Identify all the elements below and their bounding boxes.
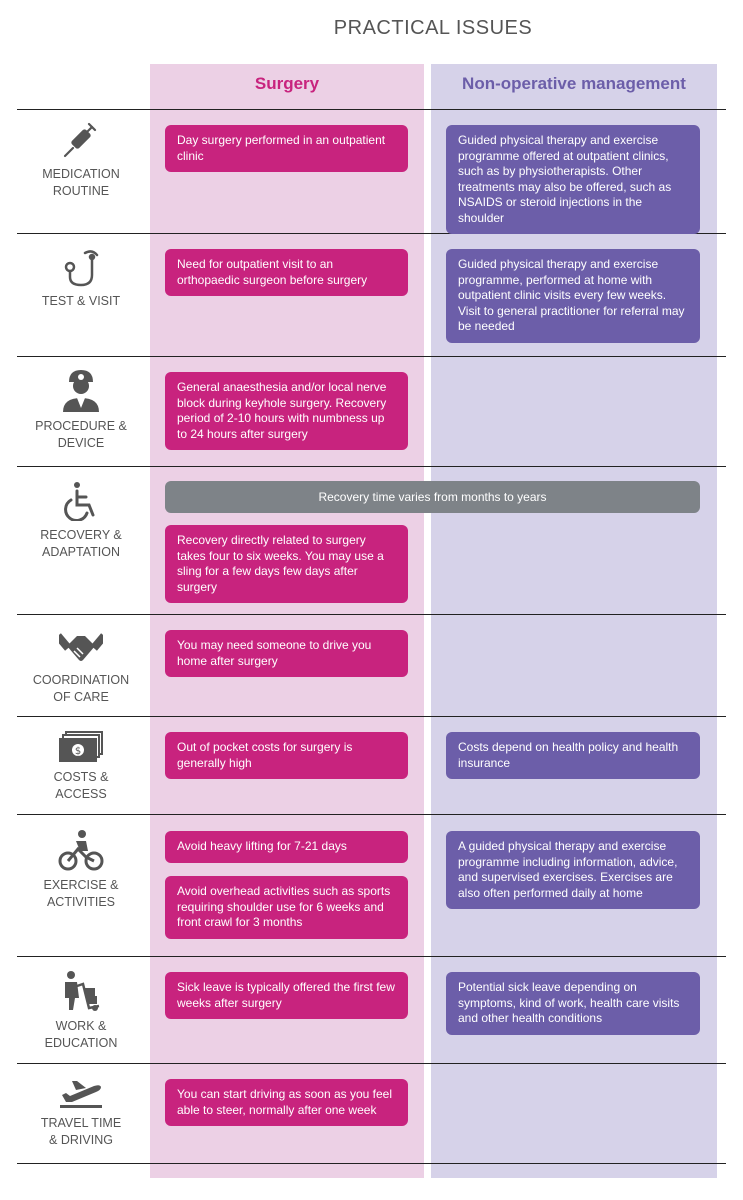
exercise-surgery-card-lifting: Avoid heavy lifting for 7-21 days: [165, 831, 408, 863]
stethoscope-icon: [64, 250, 99, 287]
coordination-surgery-card: You may need someone to drive you home a…: [165, 630, 408, 677]
row-divider: [17, 716, 726, 717]
row-label-costs-access: $ COSTS & ACCESS: [18, 731, 144, 803]
test-surgery-card: Need for outpatient visit to an orthopae…: [165, 249, 408, 296]
exercise-surgery-card-overhead: Avoid overhead activities such as sports…: [165, 876, 408, 939]
row-label-text: EXERCISE & ACTIVITIES: [43, 878, 119, 909]
row-label-medication-routine: MEDICATION ROUTINE: [18, 122, 144, 200]
costs-surgery-card: Out of pocket costs for surgery is gener…: [165, 732, 408, 779]
row-divider: [17, 1063, 726, 1064]
row-label-text: PROCEDURE & DEVICE: [35, 419, 127, 450]
row-label-work-education: WORK & EDUCATION: [18, 970, 144, 1052]
row-divider: [17, 956, 726, 957]
row-label-test-visit: TEST & VISIT: [18, 247, 144, 310]
surgery-column-header: Surgery: [254, 74, 320, 93]
work-nonop-card: Potential sick leave depending on sympto…: [446, 972, 700, 1035]
row-label-procedure-device: PROCEDURE & DEVICE: [18, 368, 144, 452]
row-divider: [17, 109, 726, 110]
row-divider: [17, 614, 726, 615]
row-label-text: COORDINATION OF CARE: [32, 673, 130, 704]
cyclist-icon: [58, 830, 104, 871]
medication-nonop-card: Guided physical therapy and exercise pro…: [446, 125, 700, 234]
row-label-text: COSTS & ACCESS: [53, 770, 109, 801]
row-label-text: TRAVEL TIME & DRIVING: [40, 1116, 122, 1147]
work-surgery-card: Sick leave is typically offered the firs…: [165, 972, 408, 1019]
row-label-text: TEST & VISIT: [41, 294, 121, 308]
row-label-text: RECOVERY & ADAPTATION: [40, 528, 122, 559]
test-nonop-card: Guided physical therapy and exercise pro…: [446, 249, 700, 343]
procedure-surgery-card: General anaesthesia and/or local nerve b…: [165, 372, 408, 450]
surgeon-icon: [63, 370, 99, 412]
row-divider: [17, 814, 726, 815]
exercise-nonop-card: A guided physical therapy and exercise p…: [446, 831, 700, 909]
non-operative-column-header: Non-operative management: [462, 74, 686, 93]
row-label-coordination-of-care: COORDINATION OF CARE: [18, 628, 144, 706]
row-label-recovery-adaptation: RECOVERY & ADAPTATION: [18, 481, 144, 561]
medication-surgery-card: Day surgery performed in an outpatient c…: [165, 125, 408, 172]
row-divider: [17, 233, 726, 234]
row-label-text: MEDICATION ROUTINE: [42, 167, 120, 198]
wheelchair-icon: [64, 482, 95, 521]
recovery-surgery-card: Recovery directly related to surgery tak…: [165, 525, 408, 603]
airplane-departure-icon: [60, 1081, 102, 1108]
row-label-text: WORK & EDUCATION: [44, 1019, 118, 1050]
row-label-exercise-activities: EXERCISE & ACTIVITIES: [18, 829, 144, 911]
travel-surgery-card: You can start driving as soon as you fee…: [165, 1079, 408, 1126]
row-divider: [17, 466, 726, 467]
svg-text:$: $: [75, 746, 81, 757]
page-title: PRACTICAL ISSUES: [333, 17, 533, 39]
syringe-icon: [63, 122, 97, 158]
row-divider: [17, 1163, 726, 1164]
recovery-time-banner: Recovery time varies from months to year…: [165, 481, 700, 513]
hand-truck-worker-icon: [65, 971, 100, 1011]
row-divider: [17, 356, 726, 357]
row-label-travel-time-driving: TRAVEL TIME & DRIVING: [18, 1077, 144, 1149]
handshake-icon: [59, 633, 103, 661]
costs-nonop-card: Costs depend on health policy and health…: [446, 732, 700, 779]
banknotes-icon: $: [59, 731, 103, 762]
